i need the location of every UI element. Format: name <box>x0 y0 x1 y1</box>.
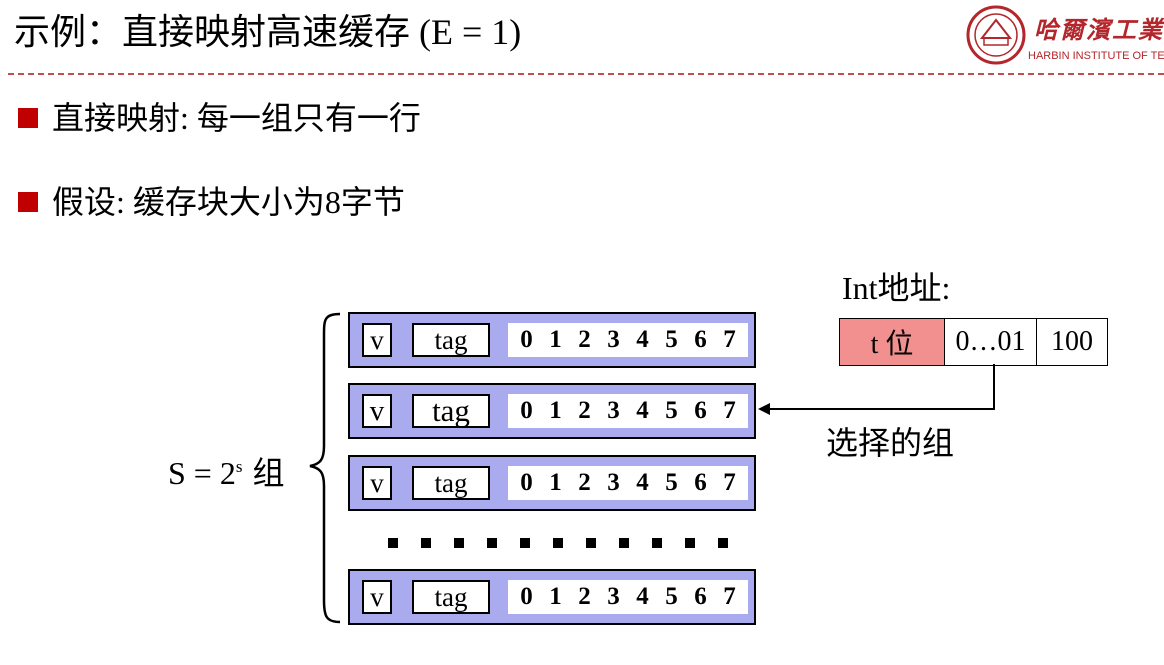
sets-label-exponent: s <box>235 457 243 476</box>
byte-cell: 2 <box>578 397 591 424</box>
byte-cell: 1 <box>549 326 562 353</box>
valid-bit: v <box>362 466 392 500</box>
ellipsis-dots <box>388 538 728 550</box>
set-select-arrow-line <box>766 364 995 410</box>
block-bytes: 0 1 2 3 4 5 6 7 <box>508 394 748 428</box>
tag-field: tag <box>412 393 490 428</box>
byte-cell: 6 <box>694 326 707 353</box>
cache-line: v tag 0 1 2 3 4 5 6 7 <box>348 455 756 511</box>
cache-line-selected: v tag 0 1 2 3 4 5 6 7 <box>348 383 756 439</box>
byte-cell: 0 <box>520 397 533 424</box>
hit-logo: 哈爾濱工業大學 HARBIN INSTITUTE OF TECHNOLOGY <box>962 4 1164 66</box>
byte-cell: 0 <box>520 583 533 610</box>
byte-cell: 2 <box>578 583 591 610</box>
bullet-direct-mapped: 直接映射: 每一组只有一行 <box>18 98 421 138</box>
byte-cell: 5 <box>665 397 678 424</box>
byte-cell: 7 <box>723 469 736 496</box>
set-select-arrowhead <box>758 403 770 415</box>
byte-cell: 6 <box>694 583 707 610</box>
address-tag-bits: t 位 <box>840 319 945 365</box>
byte-cell: 1 <box>549 397 562 424</box>
valid-bit: v <box>362 323 392 357</box>
byte-cell: 3 <box>607 469 620 496</box>
address-label: Int地址: <box>842 270 951 306</box>
tag-field: tag <box>412 323 490 357</box>
bullet-square-icon <box>18 108 38 128</box>
cache-line: v tag 0 1 2 3 4 5 6 7 <box>348 569 756 625</box>
byte-cell: 5 <box>665 469 678 496</box>
sets-brace <box>309 312 341 624</box>
sets-label-prefix: S = 2 <box>168 455 236 491</box>
bullet-block-size: 假设: 缓存块大小为8字节 <box>18 182 405 222</box>
cache-line: v tag 0 1 2 3 4 5 6 7 <box>348 312 756 368</box>
byte-cell: 5 <box>665 583 678 610</box>
bullet-text: 假设: 缓存块大小为8字节 <box>52 184 405 220</box>
block-bytes: 0 1 2 3 4 5 6 7 <box>508 580 748 614</box>
logo-name-en: HARBIN INSTITUTE OF TECHNOLOGY <box>1028 50 1164 62</box>
sets-count-label: S = 2s 组 <box>168 447 284 493</box>
valid-bit: v <box>362 580 392 614</box>
byte-cell: 4 <box>636 397 649 424</box>
byte-cell: 3 <box>607 397 620 424</box>
byte-cell: 7 <box>723 583 736 610</box>
byte-cell: 0 <box>520 469 533 496</box>
block-bytes: 0 1 2 3 4 5 6 7 <box>508 466 748 500</box>
byte-cell: 4 <box>636 469 649 496</box>
logo-name-cn: 哈爾濱工業大學 <box>1034 15 1164 44</box>
sets-label-suffix: 组 <box>244 455 285 491</box>
byte-cell: 6 <box>694 469 707 496</box>
slide-title: 示例：直接映射高速缓存 (E = 1) <box>14 12 522 52</box>
byte-cell: 1 <box>549 469 562 496</box>
byte-cell: 7 <box>723 397 736 424</box>
tag-field: tag <box>412 466 490 500</box>
block-bytes: 0 1 2 3 4 5 6 7 <box>508 323 748 357</box>
byte-cell: 7 <box>723 326 736 353</box>
byte-cell: 2 <box>578 326 591 353</box>
hit-seal-icon <box>966 5 1026 65</box>
byte-cell: 6 <box>694 397 707 424</box>
bullet-text: 直接映射: 每一组只有一行 <box>52 100 421 136</box>
byte-cell: 2 <box>578 469 591 496</box>
byte-cell: 3 <box>607 583 620 610</box>
byte-cell: 4 <box>636 326 649 353</box>
tag-field: tag <box>412 580 490 614</box>
byte-cell: 3 <box>607 326 620 353</box>
title-divider <box>8 73 1164 75</box>
bullet-square-icon <box>18 192 38 212</box>
address-set-index: 0…01 <box>945 319 1037 365</box>
address-fields: t 位 0…01 100 <box>839 318 1108 366</box>
byte-cell: 4 <box>636 583 649 610</box>
selected-set-label: 选择的组 <box>826 425 955 461</box>
byte-cell: 1 <box>549 583 562 610</box>
byte-cell: 0 <box>520 326 533 353</box>
valid-bit: v <box>362 394 392 428</box>
byte-cell: 5 <box>665 326 678 353</box>
address-block-offset: 100 <box>1037 319 1107 365</box>
